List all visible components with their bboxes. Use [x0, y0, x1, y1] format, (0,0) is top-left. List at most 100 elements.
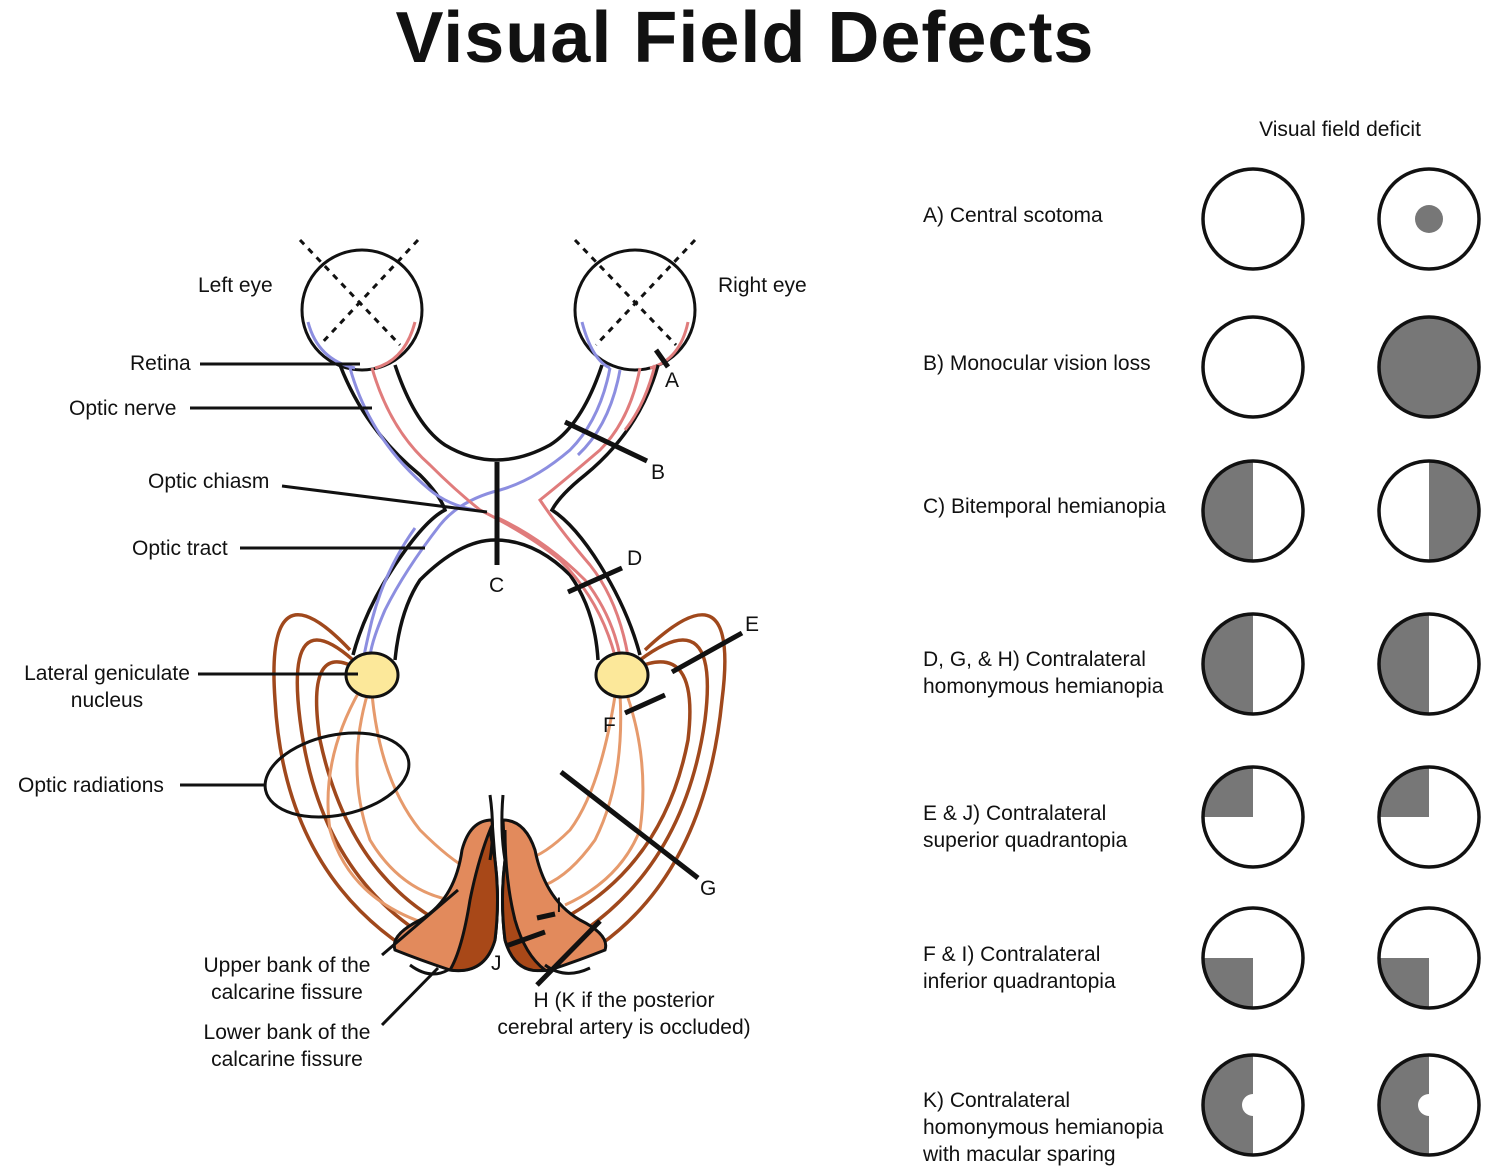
- defect-label-3: D, G, & H) Contralateral homonymous hemi…: [923, 646, 1163, 700]
- right-eye-field-1: [1377, 315, 1481, 419]
- defect-label-line: E & J) Contralateral: [923, 802, 1107, 825]
- calcarine-lines: [409, 794, 591, 976]
- right-eye-field-2: [1377, 459, 1481, 563]
- page-title: Visual Field Defects: [395, 0, 1095, 78]
- field-outline: [1201, 315, 1305, 419]
- lgn-label-line1: Lateral geniculate: [24, 662, 190, 685]
- defect-label-line: B) Monocular vision loss: [923, 352, 1151, 375]
- defect-label-line: with macular sparing: [923, 1143, 1116, 1166]
- right-eye-label: Right eye: [718, 274, 807, 297]
- field-outline: [1201, 459, 1305, 563]
- optic-radiations-marker: [263, 731, 411, 819]
- defect-label-line: K) Contralateral: [923, 1089, 1071, 1112]
- lesion-i: [536, 911, 556, 921]
- lesion-letter-f: F: [603, 714, 616, 737]
- visual-cortex: [392, 818, 608, 973]
- lgn-label-line2: nucleus: [70, 689, 144, 712]
- defect-label-line: C) Bitemporal hemianopia: [923, 495, 1166, 518]
- lesion-letter-i: I: [556, 894, 562, 917]
- field-outline: [1377, 765, 1481, 869]
- field-outline: [1201, 906, 1305, 1010]
- defect-label-line: F & I) Contralateral: [923, 943, 1101, 966]
- defect-label-0: A) Central scotoma: [923, 202, 1103, 229]
- lesion-b: [563, 419, 649, 464]
- retina-label: Retina: [130, 352, 191, 375]
- optic-chiasm-label: Optic chiasm: [148, 470, 270, 493]
- defect-label-line: superior quadrantopia: [923, 829, 1128, 852]
- field-outline: [1377, 167, 1481, 271]
- lesion-letter-c: C: [489, 574, 505, 597]
- deficit-fill: [1203, 767, 1253, 817]
- right-eyeball: [573, 248, 697, 372]
- leader-lines: [180, 362, 488, 1027]
- left-eye-field-2: [1201, 459, 1305, 563]
- deficit-fill: [1429, 461, 1479, 561]
- deficit-fill: [1203, 461, 1253, 561]
- upper-bank-line2: calcarine fissure: [211, 981, 363, 1004]
- left-retina-nasal: [306, 321, 356, 370]
- lower-bank-line1: Lower bank of the: [203, 1021, 371, 1044]
- macular-sparing-spot: [1242, 1094, 1264, 1116]
- right-eye-field-4: [1377, 765, 1481, 869]
- right-eye-field-3: [1377, 612, 1481, 716]
- deficit-fill: [1379, 317, 1479, 417]
- upper-bank-label: Upper bank of the calcarine fissure: [192, 952, 382, 1006]
- lesion-j: [505, 929, 546, 949]
- defect-label-line: D, G, & H) Contralateral: [923, 648, 1146, 671]
- field-outline: [1377, 1053, 1481, 1157]
- left-retina-temporal: [374, 321, 417, 370]
- defect-label-line: homonymous hemianopia: [923, 675, 1164, 698]
- upper-bank-line1: Upper bank of the: [203, 954, 371, 977]
- lesion-letter-e: E: [745, 613, 760, 636]
- deficit-fill: [1203, 614, 1253, 714]
- left-eye-field-1: [1201, 315, 1305, 419]
- field-outline: [1201, 612, 1305, 716]
- defect-label-2: C) Bitemporal hemianopia: [923, 493, 1166, 520]
- defect-label-5: F & I) Contralateral inferior quadrantop…: [923, 941, 1116, 995]
- lesion-e: [670, 630, 744, 675]
- central-scotoma-dot: [1415, 205, 1443, 233]
- deficit-fill: [1203, 958, 1253, 1008]
- lgn-label: Lateral geniculate nucleus: [14, 660, 200, 714]
- field-outline: [1377, 906, 1481, 1010]
- defect-label-line: inferior quadrantopia: [923, 970, 1116, 993]
- lesion-letter-a: A: [665, 369, 680, 392]
- lesion-d: [566, 565, 624, 595]
- optic-nerve-label: Optic nerve: [69, 397, 177, 420]
- right-eye-field-5: [1377, 906, 1481, 1010]
- defect-label-line: A) Central scotoma: [923, 204, 1103, 227]
- deficit-fill: [1379, 1055, 1429, 1155]
- lesion-bars: [494, 348, 744, 987]
- defect-label-1: B) Monocular vision loss: [923, 350, 1151, 377]
- optic-radiations-label: Optic radiations: [18, 774, 164, 797]
- deficit-fill: [1379, 958, 1429, 1008]
- right-eye-field-6: [1377, 1053, 1481, 1157]
- defect-label-4: E & J) Contralateral superior quadrantop…: [923, 800, 1127, 854]
- lesion-g: [559, 770, 700, 880]
- lesion-h: [535, 919, 602, 987]
- left-eye-field-5: [1201, 906, 1305, 1010]
- lesion-f: [623, 692, 667, 716]
- lesion-letter-j: J: [491, 952, 502, 975]
- lower-bank-label: Lower bank of the calcarine fissure: [192, 1019, 382, 1073]
- field-outline: [1377, 459, 1481, 563]
- lesion-letter-g: G: [700, 877, 717, 900]
- right-eye-field-0: [1377, 167, 1481, 271]
- field-outline: [1201, 1053, 1305, 1157]
- left-eye-field-3: [1201, 612, 1305, 716]
- macular-sparing-spot: [1418, 1094, 1440, 1116]
- defect-label-6: K) Contralateral homonymous hemianopia w…: [923, 1087, 1163, 1168]
- left-eye-label: Left eye: [198, 274, 273, 297]
- left-eye-field-6: [1201, 1053, 1305, 1157]
- lesion-letter-d: D: [627, 547, 643, 570]
- visual-pathway-diagram: [180, 238, 744, 1027]
- lesion-a: [653, 348, 671, 369]
- deficit-fill: [1379, 767, 1429, 817]
- eye-field-lines: [298, 238, 697, 347]
- left-eye-field-4: [1201, 765, 1305, 869]
- left-eye-field-0: [1201, 167, 1305, 271]
- deficit-fill: [1203, 1055, 1253, 1155]
- h-note-line1: H (K if the posterior: [533, 989, 715, 1012]
- lower-bank-line2: calcarine fissure: [211, 1048, 363, 1071]
